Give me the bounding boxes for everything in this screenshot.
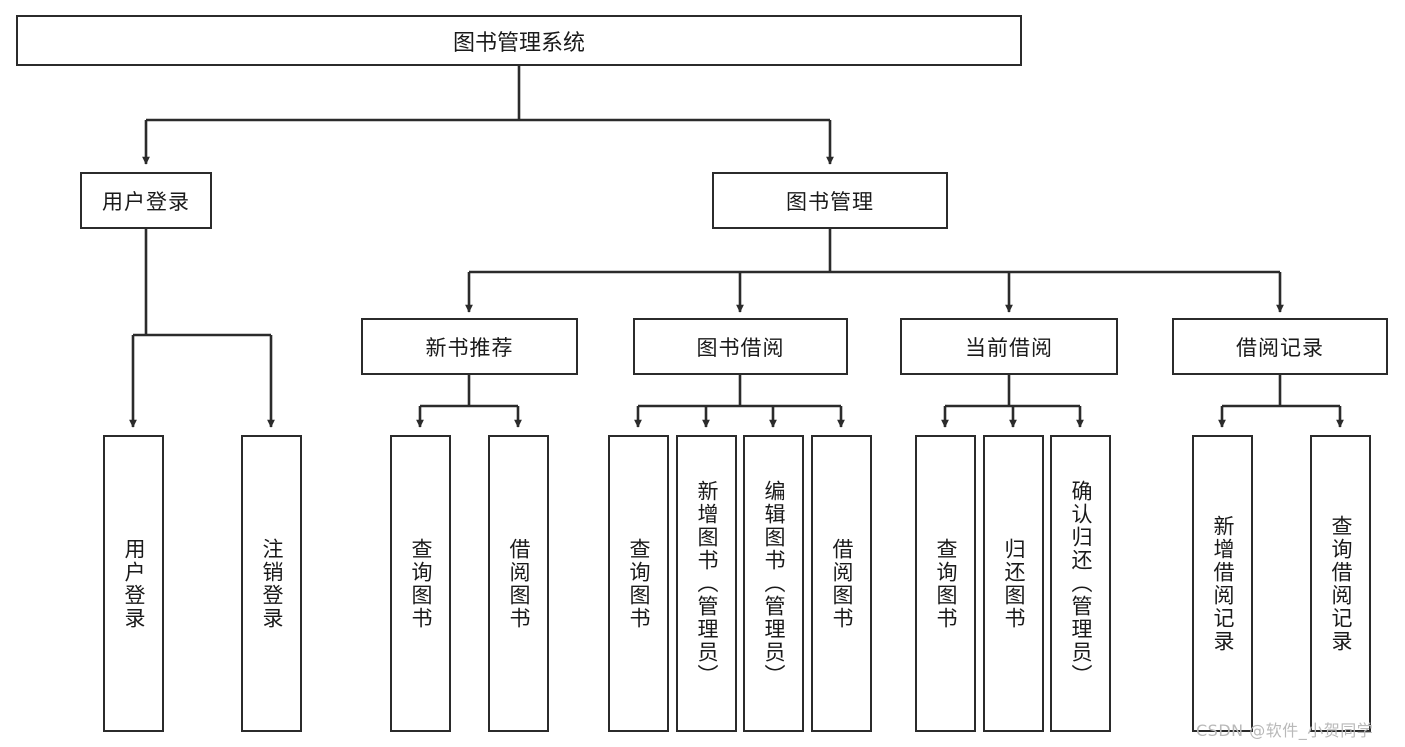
- leaf-label: 确认归还（管理员）: [1068, 480, 1093, 687]
- node-current-borrow[interactable]: 当前借阅: [900, 318, 1118, 375]
- node-leaf-borrow-book-2[interactable]: 借阅图书: [811, 435, 872, 732]
- node-book-borrow[interactable]: 图书借阅: [633, 318, 848, 375]
- node-leaf-query-book-2[interactable]: 查询图书: [608, 435, 669, 732]
- leaf-label: 借阅图书: [506, 537, 531, 630]
- node-root-system[interactable]: 图书管理系统: [16, 15, 1022, 66]
- leaf-label: 归还图书: [1001, 537, 1026, 630]
- node-leaf-logout[interactable]: 注销登录: [241, 435, 302, 732]
- node-leaf-query-book-1[interactable]: 查询图书: [390, 435, 451, 732]
- node-leaf-confirm-return[interactable]: 确认归还（管理员）: [1050, 435, 1111, 732]
- watermark-credit: CSDN @软件_小贺同学: [1196, 721, 1374, 740]
- node-user-login[interactable]: 用户登录: [80, 172, 212, 229]
- node-leaf-user-login[interactable]: 用户登录: [103, 435, 164, 732]
- leaf-label: 用户登录: [121, 537, 146, 630]
- node-leaf-edit-book[interactable]: 编辑图书（管理员）: [743, 435, 804, 732]
- node-leaf-return-book[interactable]: 归还图书: [983, 435, 1044, 732]
- leaf-label: 查询图书: [408, 537, 433, 630]
- leaf-label: 编辑图书（管理员）: [761, 480, 786, 687]
- leaf-label: 查询借阅记录: [1328, 514, 1353, 653]
- leaf-label: 注销登录: [259, 537, 284, 630]
- node-leaf-query-book-3[interactable]: 查询图书: [915, 435, 976, 732]
- node-leaf-query-record[interactable]: 查询借阅记录: [1310, 435, 1371, 732]
- node-book-management[interactable]: 图书管理: [712, 172, 948, 229]
- leaf-label: 新增借阅记录: [1210, 514, 1235, 653]
- leaf-label: 借阅图书: [829, 537, 854, 630]
- leaf-label: 查询图书: [933, 537, 958, 630]
- leaf-label: 查询图书: [626, 537, 651, 630]
- node-leaf-borrow-book-1[interactable]: 借阅图书: [488, 435, 549, 732]
- node-leaf-add-record[interactable]: 新增借阅记录: [1192, 435, 1253, 732]
- leaf-label: 新增图书（管理员）: [694, 480, 719, 687]
- node-borrow-record[interactable]: 借阅记录: [1172, 318, 1388, 375]
- node-new-book-recommend[interactable]: 新书推荐: [361, 318, 578, 375]
- node-leaf-add-book[interactable]: 新增图书（管理员）: [676, 435, 737, 732]
